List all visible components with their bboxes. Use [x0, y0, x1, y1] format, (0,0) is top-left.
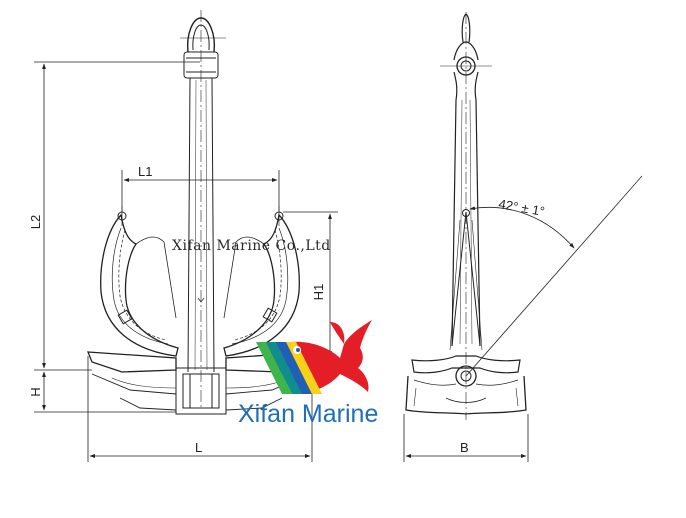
crown-block [175, 367, 227, 415]
xifan-marine-logo: Xifan Marine [238, 320, 378, 428]
watermark-text: Xifan Marine Co.,Ltd [172, 238, 331, 254]
fish-icon [256, 320, 372, 394]
shackle-pin [183, 51, 219, 79]
shank [187, 77, 215, 373]
label-b: B [460, 440, 469, 455]
brand-name: Xifan Marine [238, 400, 378, 428]
label-h1: H1 [311, 284, 326, 301]
dimension-lines [34, 61, 643, 462]
anchor-base [87, 351, 177, 373]
label-l: L [195, 440, 202, 455]
label-l1: L1 [138, 164, 152, 179]
right-arm [223, 213, 300, 357]
side-view [405, 12, 527, 420]
side-crown [411, 355, 521, 374]
label-h: H [28, 387, 43, 396]
label-angle: 42° ± 1° [497, 196, 545, 219]
front-view [87, 10, 313, 415]
label-l2: L2 [28, 215, 43, 229]
